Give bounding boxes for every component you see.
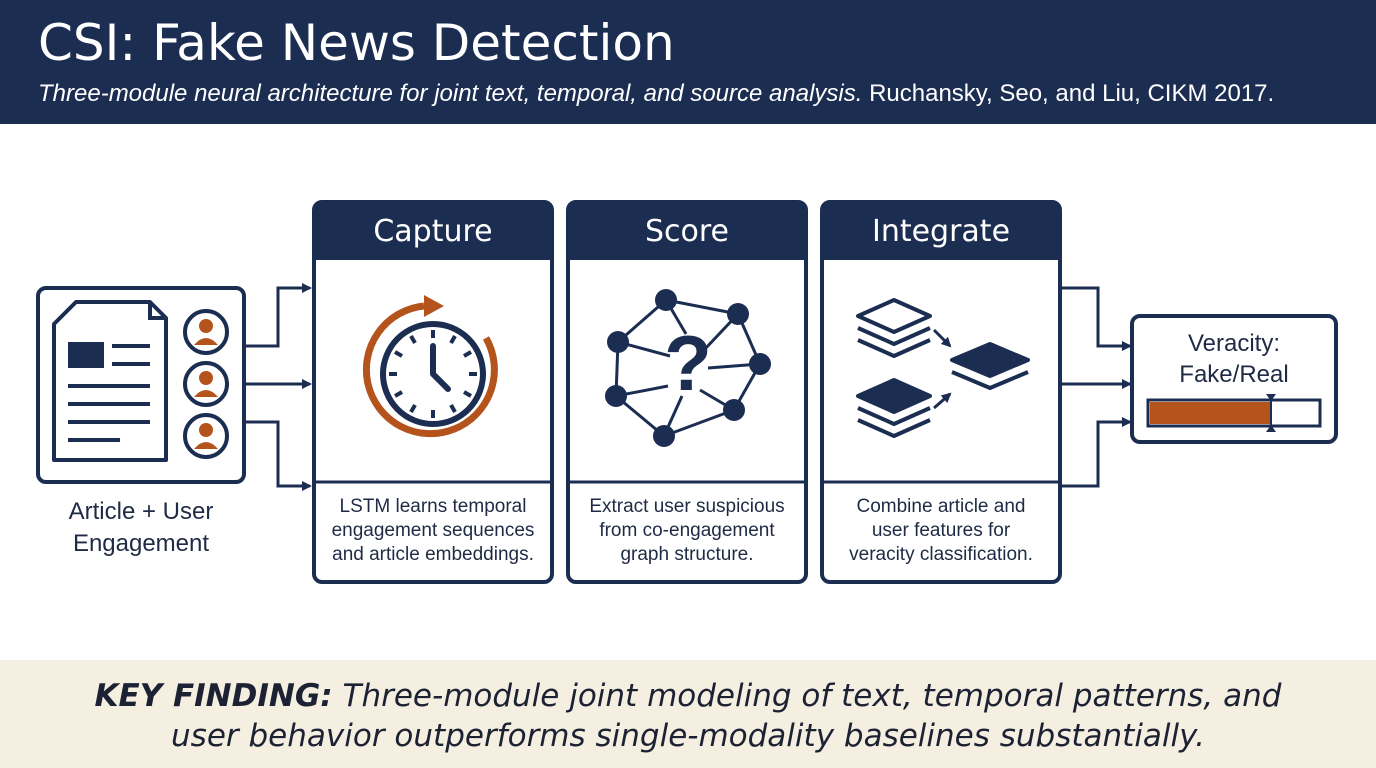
page-title: CSI: Fake News Detection [38, 14, 675, 72]
module-score-description: Extract user suspicious from co-engageme… [567, 495, 807, 573]
clock-cycle-icon [362, 295, 498, 438]
key-finding-banner: KEY FINDING: Three-module joint modeling… [0, 660, 1376, 768]
diagram-canvas: ? [36, 200, 1338, 584]
output-label: Veracity: Fake/Real [1132, 328, 1336, 390]
module-capture-description: LSTM learns temporal engagement sequence… [313, 495, 553, 573]
user-icon [183, 413, 229, 459]
description-line: graph structure. [620, 544, 754, 565]
subtitle-description: Three-module neural architecture for joi… [38, 80, 863, 107]
title-banner: CSI: Fake News Detection Three-module ne… [0, 0, 1376, 124]
module-score-box [566, 200, 808, 584]
input-label-line: Article + User [68, 498, 214, 525]
output-label-line: Fake/Real [1179, 361, 1289, 388]
veracity-score-fill [1150, 402, 1271, 424]
description-line: LSTM learns temporal [339, 496, 527, 517]
user-icon [183, 361, 229, 407]
module-score-title: Score [644, 213, 730, 249]
page-subtitle: Three-module neural architecture for joi… [38, 80, 1274, 108]
module-integrate-title: Integrate [871, 213, 1011, 249]
description-line: veracity classification. [849, 544, 1033, 565]
module-capture-title: Capture [373, 213, 493, 249]
input-connectors [244, 283, 312, 491]
key-finding-body: Three-module joint modeling of text, tem… [171, 678, 1282, 754]
description-line: Combine article and [856, 496, 1026, 517]
svg-text:?: ? [664, 319, 712, 407]
description-line: and article embeddings. [332, 544, 534, 565]
description-line: user features for [871, 520, 1011, 541]
architecture-diagram: ? [0, 124, 1376, 660]
description-line: Extract user suspicious [589, 496, 785, 517]
layers-merge-icon [856, 298, 1030, 438]
module-integrate-description: Combine article and user features for ve… [821, 495, 1061, 573]
output-connectors [1060, 286, 1132, 488]
description-line: from co-engagement [599, 520, 775, 541]
module-integrate-box [820, 200, 1062, 584]
veracity-score-bar [1146, 394, 1322, 432]
key-finding-label: KEY FINDING: [94, 678, 333, 714]
input-label: Article + User Engagement [36, 496, 246, 560]
description-line: engagement sequences [331, 520, 535, 541]
question-network-icon: ? [605, 289, 771, 447]
subtitle-citation: Ruchansky, Seo, and Liu, CIKM 2017. [869, 80, 1275, 107]
key-finding-text: KEY FINDING: Three-module joint modeling… [60, 676, 1316, 756]
output-label-line: Veracity: [1187, 330, 1281, 357]
document-icon [52, 300, 168, 462]
user-icon [183, 309, 229, 355]
veracity-score-marker [1266, 394, 1276, 432]
input-label-line: Engagement [72, 530, 210, 557]
